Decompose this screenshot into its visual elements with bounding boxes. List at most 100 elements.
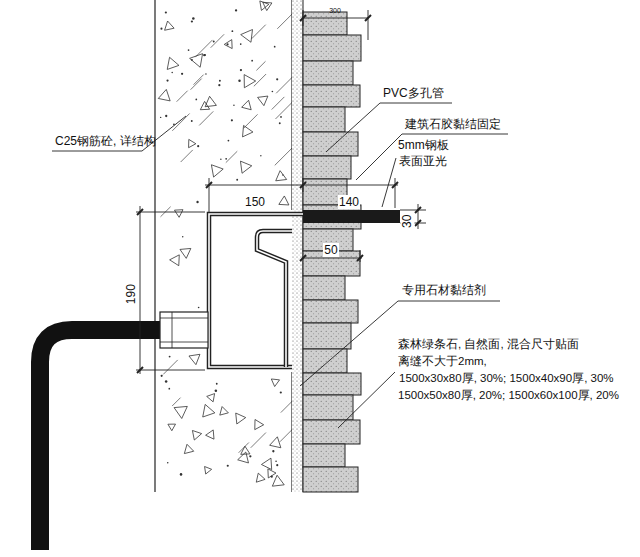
- stone-strip: [303, 132, 358, 156]
- hatch-stroke: [272, 97, 285, 110]
- aggregate-dot: [161, 375, 163, 377]
- aggregate-triangle: [192, 430, 201, 440]
- aggregate-dot: [198, 307, 200, 309]
- aggregate-triangle: [261, 458, 271, 469]
- aggregate-dot: [276, 464, 278, 466]
- aggregate-triangle: [158, 89, 170, 100]
- aggregate-triangle: [279, 196, 289, 205]
- aggregate-dot: [238, 80, 240, 82]
- aggregate-triangle: [271, 379, 279, 387]
- aggregate-triangle: [240, 161, 251, 173]
- aggregate-triangle: [224, 40, 232, 49]
- aggregate-triangle: [189, 139, 196, 147]
- hatch-stroke: [199, 111, 213, 125]
- aggregate-dot: [160, 117, 161, 118]
- stone-strip: [303, 85, 360, 107]
- hatch-stroke: [181, 150, 193, 162]
- aggregate-dot: [249, 455, 251, 457]
- note-text: 1500x30x80厚, 30%; 1500x40x90厚, 30%: [398, 372, 615, 386]
- aggregate-dot: [165, 11, 167, 13]
- anchor-cavity: [205, 210, 292, 372]
- aggregate-dot: [196, 201, 198, 203]
- aggregate-triangle: [174, 406, 187, 418]
- aggregate-dot: [203, 54, 205, 56]
- aggregate-triangle: [174, 210, 183, 218]
- aggregate-triangle: [170, 255, 180, 266]
- aggregate-triangle: [220, 407, 229, 416]
- aggregate-triangle: [268, 469, 276, 478]
- aggregate-triangle: [242, 100, 252, 110]
- aggregate-triangle: [205, 467, 212, 475]
- stone-strip: [303, 444, 345, 467]
- aggregate-triangle: [190, 54, 203, 68]
- aggregate-dot: [216, 383, 218, 385]
- hatch-stroke: [226, 151, 237, 162]
- stone-strip: [303, 420, 360, 444]
- aggregate-dot: [260, 155, 261, 156]
- aggregate-dot: [181, 73, 183, 75]
- aggregate-dot: [166, 80, 168, 82]
- aggregate-dot: [165, 380, 168, 383]
- aggregate-dot: [219, 80, 221, 82]
- aggregate-dot: [182, 236, 183, 237]
- dimension-text: 150: [244, 195, 266, 209]
- aggregate-dot: [195, 99, 197, 101]
- aggregate-triangle: [238, 452, 249, 463]
- aggregate-dot: [231, 119, 233, 121]
- dimension-text: 300: [329, 7, 341, 15]
- aggregate-dot: [165, 115, 167, 117]
- hatch-stroke: [191, 79, 202, 90]
- aggregate-dot: [225, 158, 227, 160]
- aggregate-triangle: [255, 419, 264, 429]
- aggregate-dot: [227, 465, 229, 467]
- aggregate-dot: [251, 60, 253, 62]
- aggregate-triangle: [211, 165, 223, 177]
- pvc-pipe: [40, 312, 208, 550]
- aggregate-dot: [274, 46, 276, 48]
- aggregate-triangle: [200, 101, 209, 109]
- stone-strip: [303, 395, 353, 420]
- aggregate-triangle: [189, 354, 200, 364]
- note-text: 森林绿条石, 自然面, 混合尺寸贴面: [398, 338, 579, 352]
- aggregate-dot: [279, 122, 281, 124]
- aggregate-triangle: [207, 394, 215, 402]
- aggregate-triangle: [260, 1, 269, 11]
- stone-strip: [303, 349, 347, 373]
- aggregate-dot: [218, 84, 220, 86]
- note-text: 离缝不大于2mm,: [398, 355, 487, 369]
- aggregate-dot: [276, 78, 278, 80]
- aggregate-triangle: [243, 125, 253, 136]
- aggregate-dot: [233, 105, 235, 107]
- aggregate-dot: [197, 145, 199, 147]
- aggregate-dot: [280, 391, 282, 393]
- hatch-stroke: [211, 34, 224, 47]
- aggregate-triangle: [236, 413, 246, 424]
- adhesive-layer: [292, 0, 303, 492]
- steel-plate: [303, 210, 400, 223]
- note-text: 专用石材黏结剂: [402, 283, 486, 297]
- aggregate-triangle: [167, 57, 179, 69]
- hatch-stroke: [276, 76, 293, 93]
- aggregate-dot: [205, 73, 207, 75]
- aggregate-triangle: [258, 96, 268, 106]
- stone-strip: [303, 35, 361, 61]
- concrete-hatch: [158, 1, 296, 486]
- note-text: PVC多孔管: [383, 86, 444, 100]
- note-text: 5mm钢板: [398, 138, 449, 152]
- aggregate-dot: [180, 473, 183, 476]
- aggregate-dot: [215, 389, 218, 392]
- aggregate-triangle: [180, 248, 191, 258]
- stone-strip: [303, 107, 345, 132]
- aggregate-triangle: [168, 424, 176, 431]
- hatch-stroke: [275, 102, 292, 119]
- steel-anchor: [209, 214, 305, 367]
- stone-strip: [303, 156, 351, 179]
- note-text: 表面亚光: [398, 154, 448, 168]
- aggregate-dot: [192, 17, 195, 20]
- stone-strip: [303, 323, 351, 349]
- aggregate-dot: [280, 116, 282, 118]
- hatch-stroke: [163, 360, 177, 374]
- hatch-stroke: [256, 61, 265, 70]
